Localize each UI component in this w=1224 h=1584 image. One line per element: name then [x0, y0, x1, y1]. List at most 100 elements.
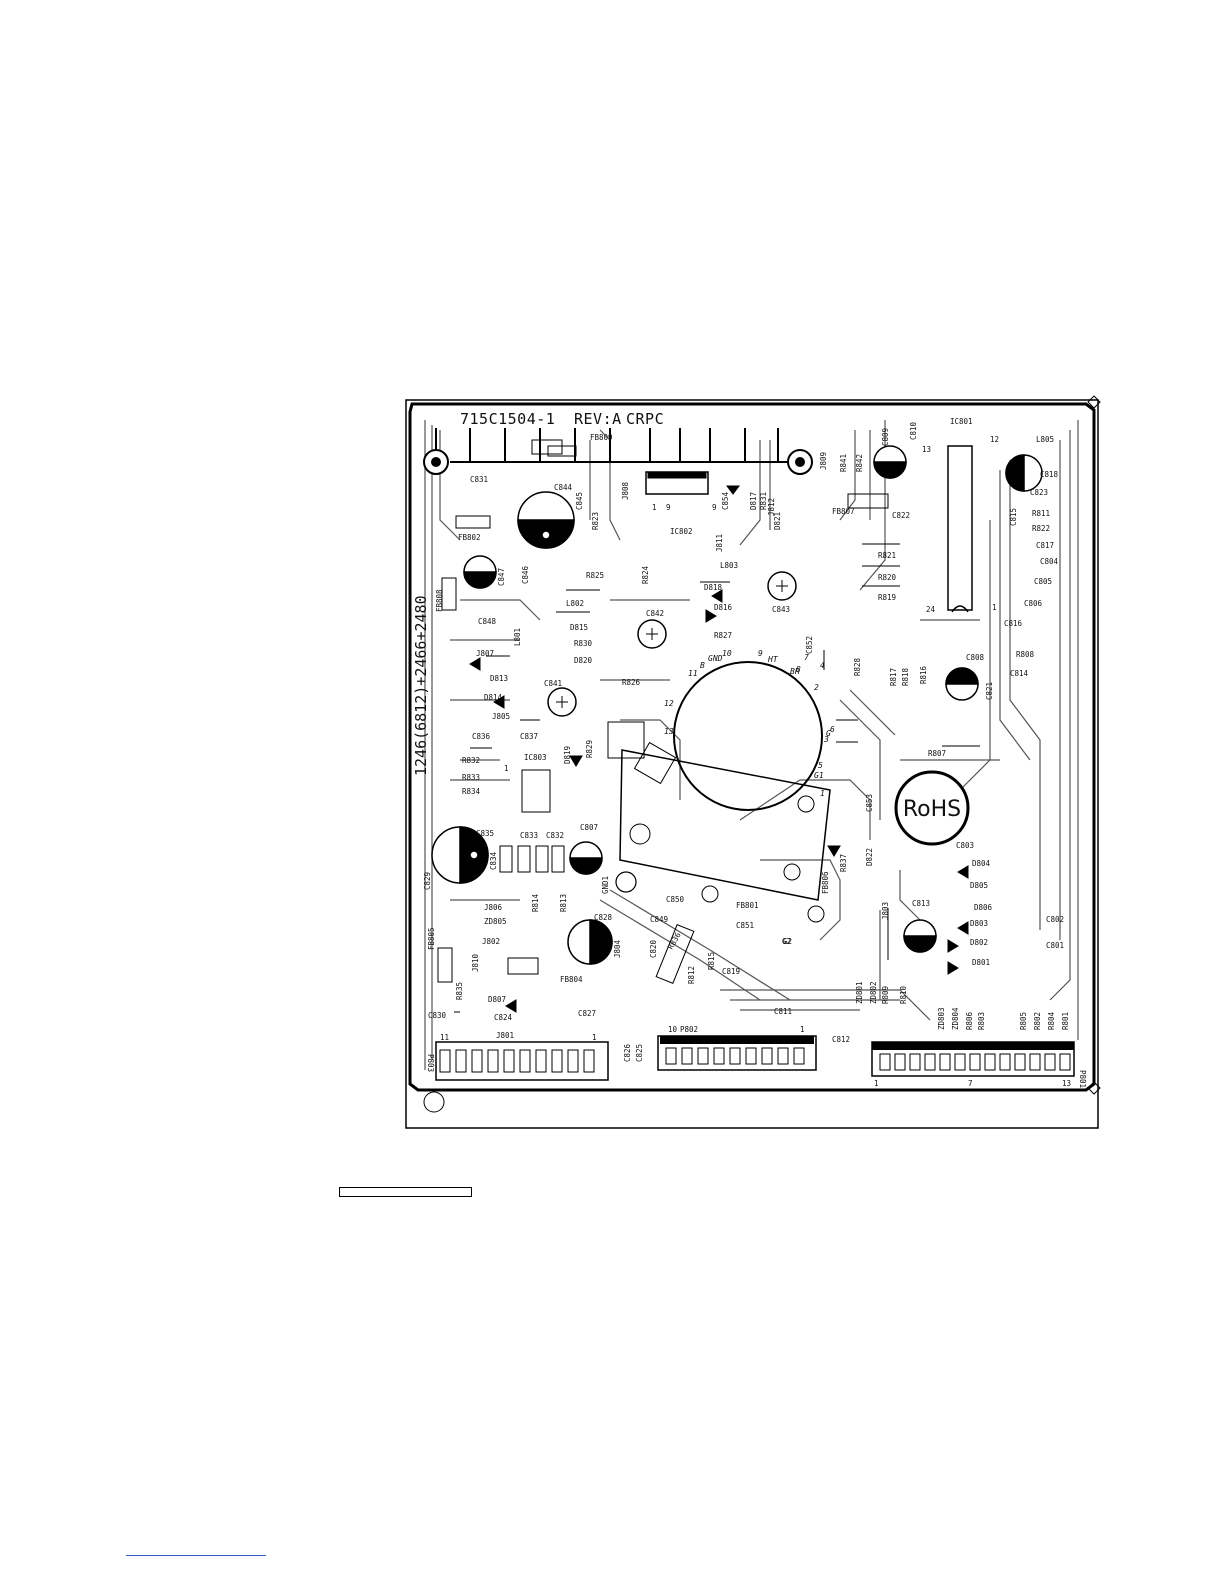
ic801-pin-12: 12 [990, 435, 999, 444]
fbt-pin-11: 11 [688, 669, 698, 678]
refdes-fb805: FB805 [427, 927, 436, 950]
ic801-pin-1: 1 [992, 603, 997, 612]
mounting-hole-right [787, 449, 813, 475]
p801-pin-13: 13 [1062, 1079, 1071, 1088]
refdes-l802: L802 [566, 599, 584, 608]
fbt-pin-g2: G2 [783, 937, 792, 946]
refdes-c844: C844 [554, 483, 573, 492]
refdes-d822: D822 [865, 848, 874, 866]
refdes-r811: R811 [1032, 509, 1050, 518]
connector-p801 [871, 1041, 1075, 1077]
p801-pin-1: 1 [874, 1079, 879, 1088]
refdes-r813: R813 [559, 894, 568, 912]
ic803-pin-1: 1 [504, 764, 509, 773]
refdes-d813: D813 [490, 674, 508, 683]
refdes-d804: D804 [972, 859, 991, 868]
refdes-d805: D805 [970, 881, 988, 890]
refdes-c824: C824 [494, 1013, 513, 1022]
refdes-zd801: ZD801 [855, 981, 864, 1004]
refdes-r828: R828 [853, 657, 862, 676]
p802-pin-10: 10 [668, 1025, 678, 1034]
refdes-c827: C827 [578, 1009, 596, 1018]
refdes-j809: J809 [819, 452, 828, 470]
refdes-c825: C825 [635, 1044, 644, 1062]
refdes-d801: D801 [972, 958, 990, 967]
refdes-c811: C811 [774, 1007, 792, 1016]
refdes-j806: J806 [484, 903, 503, 912]
refdes-r804: R804 [1047, 1011, 1056, 1030]
refdes-c812: C812 [832, 1035, 850, 1044]
refdes-fb802: FB802 [458, 533, 481, 542]
ic801-pin-13: 13 [922, 445, 931, 454]
refdes-d814: D814 [484, 693, 503, 702]
refdes-c846: C846 [521, 565, 530, 584]
refdes-j812: J812 [767, 498, 776, 516]
fbt-pin-g: G [826, 729, 831, 738]
p802-label: P802 [680, 1025, 698, 1034]
p801-pin-7: 7 [968, 1079, 973, 1088]
refdes-c834: C834 [489, 851, 498, 870]
refdes-r832: R832 [462, 756, 480, 765]
refdes-c842: C842 [646, 609, 664, 618]
refdes-c816: C816 [1004, 619, 1023, 628]
refdes-c817: C817 [1036, 541, 1054, 550]
fbt-pin-3: 3 [823, 735, 829, 744]
refdes-r829: R829 [585, 740, 594, 758]
refdes-c821: C821 [985, 682, 994, 700]
footer-rule [126, 1555, 266, 1556]
refdes-c830: C830 [428, 1011, 447, 1020]
fbt-pin-ht: HT [767, 655, 779, 664]
ic801-pin-24: 24 [926, 605, 936, 614]
refdes-c823: C823 [1030, 488, 1048, 497]
refdes-r802: R802 [1033, 1012, 1042, 1030]
refdes-r841: R841 [839, 454, 848, 472]
refdes-r801: R801 [1061, 1012, 1070, 1030]
refdes-r805: R805 [1019, 1012, 1028, 1030]
refdes-fb807: FB807 [832, 507, 855, 516]
fbt-pin-br: BR [790, 667, 800, 676]
p801-label: P801 [1078, 1070, 1087, 1088]
refdes-r831: R831 [759, 492, 768, 510]
refdes-c802: C802 [1046, 915, 1064, 924]
refdes-d816: D816 [714, 603, 733, 612]
refdes-r824: R824 [641, 565, 650, 584]
fbt-pin-4: 4 [820, 661, 825, 670]
refdes-r809: R809 [881, 986, 890, 1004]
refdes-c826: C826 [623, 1043, 632, 1062]
refdes-r819: R819 [878, 593, 896, 602]
ic802-pin-1: 1 [652, 503, 657, 512]
fbt-pin-g1: G1 [814, 771, 824, 780]
refdes-j803: J803 [881, 902, 890, 920]
refdes-j811: J811 [715, 534, 724, 552]
refdes-fb809: FB809 [590, 433, 613, 442]
fbt-pin-2: 2 [814, 683, 819, 692]
refdes-d817: D817 [749, 492, 758, 510]
refdes-c808: C808 [966, 653, 985, 662]
refdes-c831: C831 [470, 475, 488, 484]
refdes-c813: C813 [912, 899, 930, 908]
refdes-c822: C822 [892, 511, 910, 520]
refdes-c849: C849 [650, 915, 668, 924]
silkscreen-labels: 715C1504-1 REV:A CRPC 1246(6812)+2466+24… [412, 410, 1087, 1088]
fbt-pin-5: 5 [818, 761, 823, 770]
fbt-pin-gnd: GND [708, 654, 723, 663]
refdes-c820: C820 [649, 939, 658, 958]
refdes-l805: L805 [1036, 435, 1054, 444]
refdes-r830: R830 [574, 639, 593, 648]
refdes-c850: C850 [666, 895, 685, 904]
refdes-r808: R808 [1016, 650, 1035, 659]
refdes-c835: C835 [476, 829, 494, 838]
fbt-pin-7: 7 [804, 653, 809, 662]
ic802-package [645, 471, 709, 495]
refdes-c848: C848 [478, 617, 497, 626]
refdes-r807: R807 [928, 749, 946, 758]
fbt-pin-labels: 1 2 3 4 5 6 7 8 9 10 11 12 13 HT GND B B… [664, 649, 835, 946]
refdes-r834: R834 [462, 787, 481, 796]
refdes-r822: R822 [1032, 524, 1050, 533]
refdes-r806: R806 [965, 1011, 974, 1030]
refdes-fb801: FB801 [736, 901, 759, 910]
svg-text:RoHS: RoHS [903, 797, 961, 822]
refdes-c810: C810 [909, 421, 918, 440]
